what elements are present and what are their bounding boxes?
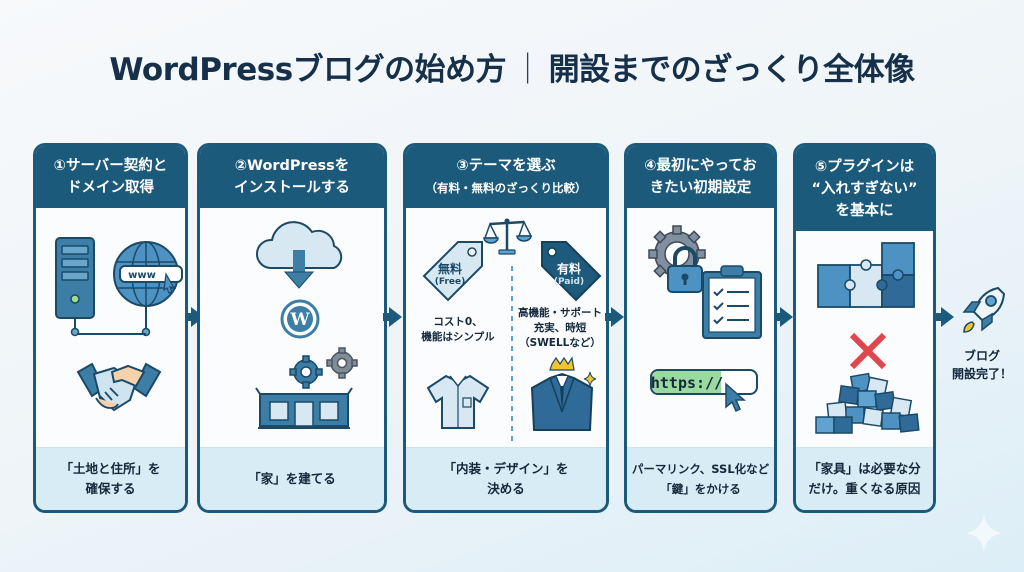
paid-note-line-3: （SWELLなど） bbox=[519, 337, 601, 349]
step-5-footer: 「家具」は必要な分 だけ。重くなる原因 bbox=[796, 447, 933, 510]
free-tag: 無料 (Free) bbox=[430, 260, 470, 287]
page-title: WordPressブログの始め方｜開設までのざっくり全体像 bbox=[0, 44, 1024, 89]
paid-note-line-2: 充実、時短 bbox=[533, 322, 587, 334]
step-2-footer-line-1: 「家」を建てる bbox=[248, 471, 336, 486]
crown-icon bbox=[549, 356, 575, 371]
step-3-heading: ③テーマを選ぶ （有料・無料のざっくり比較） bbox=[406, 146, 606, 208]
step-2-heading-line-1: ②WordPressを bbox=[234, 158, 350, 174]
globe-www-icon: www bbox=[113, 241, 183, 337]
free-note-line-2: 機能はシンプル bbox=[421, 331, 495, 343]
step-1-heading-line-2: ドメイン取得 bbox=[67, 180, 154, 196]
wordpress-logo-icon: W bbox=[280, 299, 320, 339]
step-card-2: ②WordPressを インストールする W bbox=[197, 143, 387, 513]
step-5-illustration bbox=[796, 231, 933, 448]
step-4-footer: パーマリンク、SSL化など 「鍵」をかける bbox=[627, 447, 774, 510]
paid-tag-sub: (Paid) bbox=[553, 277, 585, 287]
step-1-heading-line-1: ①サーバー契約と bbox=[53, 158, 168, 174]
step-3-footer-line-2: 決める bbox=[487, 481, 525, 496]
step-3-footer: 「内装・デザイン」を 決める bbox=[406, 447, 606, 510]
step-1-footer-line-2: 確保する bbox=[85, 481, 136, 496]
shirt-icon bbox=[426, 374, 490, 429]
puzzle-pile-icon bbox=[815, 372, 920, 434]
title-main: WordPressブログの始め方 bbox=[109, 52, 507, 88]
cloud-download-icon bbox=[255, 221, 343, 289]
cursor-icon bbox=[725, 382, 746, 413]
flow-arrow-5 bbox=[935, 307, 954, 327]
step-2-heading-line-2: インストールする bbox=[234, 180, 350, 196]
paid-tag-label: 有料 bbox=[556, 262, 581, 276]
svg-text:W: W bbox=[289, 310, 310, 330]
step-5-heading-line-1: ⑤プラグインは bbox=[814, 158, 915, 175]
server-icon bbox=[55, 237, 95, 337]
scale-icon bbox=[483, 218, 533, 255]
rocket-icon bbox=[962, 286, 1006, 333]
step-5-footer-line-1: 「家具」は必要な分 bbox=[808, 461, 921, 476]
title-separator: ｜ bbox=[512, 52, 543, 88]
flow-arrow-3 bbox=[605, 307, 624, 327]
building-icon bbox=[255, 387, 353, 429]
step-3-footer-line-1: 「内装・デザイン」を bbox=[443, 461, 569, 476]
url-text: https:// bbox=[651, 374, 723, 392]
paid-note: 高機能・サポート 充実、時短 （SWELLなど） bbox=[512, 306, 606, 351]
step-3-heading-sub: （有料・無料のざっくり比較） bbox=[425, 181, 587, 195]
paid-note-line-1: 高機能・サポート bbox=[518, 307, 602, 319]
step-5-heading-line-3: を基本に bbox=[835, 202, 894, 219]
lock-icon bbox=[667, 246, 703, 293]
step-4-illustration: https:// bbox=[627, 208, 774, 448]
step-3-heading-line-1: ③テーマを選ぶ bbox=[456, 158, 556, 174]
step-5-footer-line-2: だけ。重くなる原因 bbox=[808, 481, 921, 496]
step-1-footer-line-1: 「土地と住所」を bbox=[60, 461, 161, 476]
finish-label: ブログ 開設完了！ bbox=[950, 347, 1014, 383]
step-4-footer-line-2: 「鍵」をかける bbox=[660, 482, 741, 496]
www-label: www bbox=[128, 270, 156, 281]
free-tag-sub: (Free) bbox=[434, 277, 466, 287]
flow-arrow-2 bbox=[383, 307, 402, 327]
flow-arrow-4 bbox=[774, 307, 793, 327]
step-1-footer: 「土地と住所」を 確保する bbox=[36, 447, 185, 510]
server-globe-link bbox=[77, 333, 146, 335]
price-tag-icon-free bbox=[422, 241, 483, 302]
step-2-heading: ②WordPressを インストールする bbox=[200, 146, 384, 208]
step-4-heading: ④最初にやってお きたい初期設定 bbox=[627, 146, 774, 208]
step-3-illustration: 無料 (Free) 有料 (Paid) コスト0、 機能はシンプル 高機能・サポ… bbox=[406, 208, 606, 448]
comparison-divider bbox=[511, 266, 513, 446]
finish-label-line-2: 開設完了！ bbox=[951, 367, 1012, 381]
puzzle-pieces-icon bbox=[817, 242, 915, 308]
step-4-footer-line-1: パーマリンク、SSL化など bbox=[631, 462, 770, 476]
step-2-footer: 「家」を建てる bbox=[200, 447, 384, 510]
gear-icon bbox=[289, 347, 358, 389]
step-2-illustration: W bbox=[200, 208, 384, 448]
step-card-3: ③テーマを選ぶ （有料・無料のざっくり比較） 無料 (Free) 有料 ( bbox=[403, 143, 609, 513]
url-bar-icon: https:// bbox=[650, 369, 758, 413]
finish-label-line-1: ブログ bbox=[963, 349, 1000, 363]
free-tag-label: 無料 bbox=[437, 262, 462, 276]
step-4-heading-line-2: きたい初期設定 bbox=[649, 180, 752, 196]
suit-icon bbox=[530, 356, 597, 431]
step-1-illustration: www bbox=[36, 208, 185, 448]
handshake-icon bbox=[76, 362, 162, 412]
cursor-icon bbox=[163, 272, 176, 294]
step-card-5: ⑤プラグインは “入れすぎない” を基本に bbox=[793, 143, 936, 513]
step-card-4: ④最初にやってお きたい初期設定 bbox=[624, 143, 777, 513]
free-note-line-1: コスト0、 bbox=[433, 316, 483, 328]
step-5-heading: ⑤プラグインは “入れすぎない” を基本に bbox=[796, 146, 933, 231]
price-tag-icon-paid bbox=[541, 241, 602, 302]
sparkle-icon bbox=[966, 514, 1002, 552]
step-4-heading-line-1: ④最初にやってお bbox=[644, 158, 757, 174]
x-mark-icon bbox=[849, 332, 887, 370]
paid-tag: 有料 (Paid) bbox=[548, 260, 590, 287]
free-note: コスト0、 機能はシンプル bbox=[410, 315, 506, 345]
checklist-clipboard-icon bbox=[702, 265, 762, 339]
step-1-heading: ①サーバー契約と ドメイン取得 bbox=[36, 146, 185, 208]
step-5-heading-line-2: “入れすぎない” bbox=[811, 180, 918, 197]
title-sub: 開設までのざっくり全体像 bbox=[548, 52, 916, 88]
step-card-1: ①サーバー契約と ドメイン取得 www bbox=[33, 143, 188, 513]
